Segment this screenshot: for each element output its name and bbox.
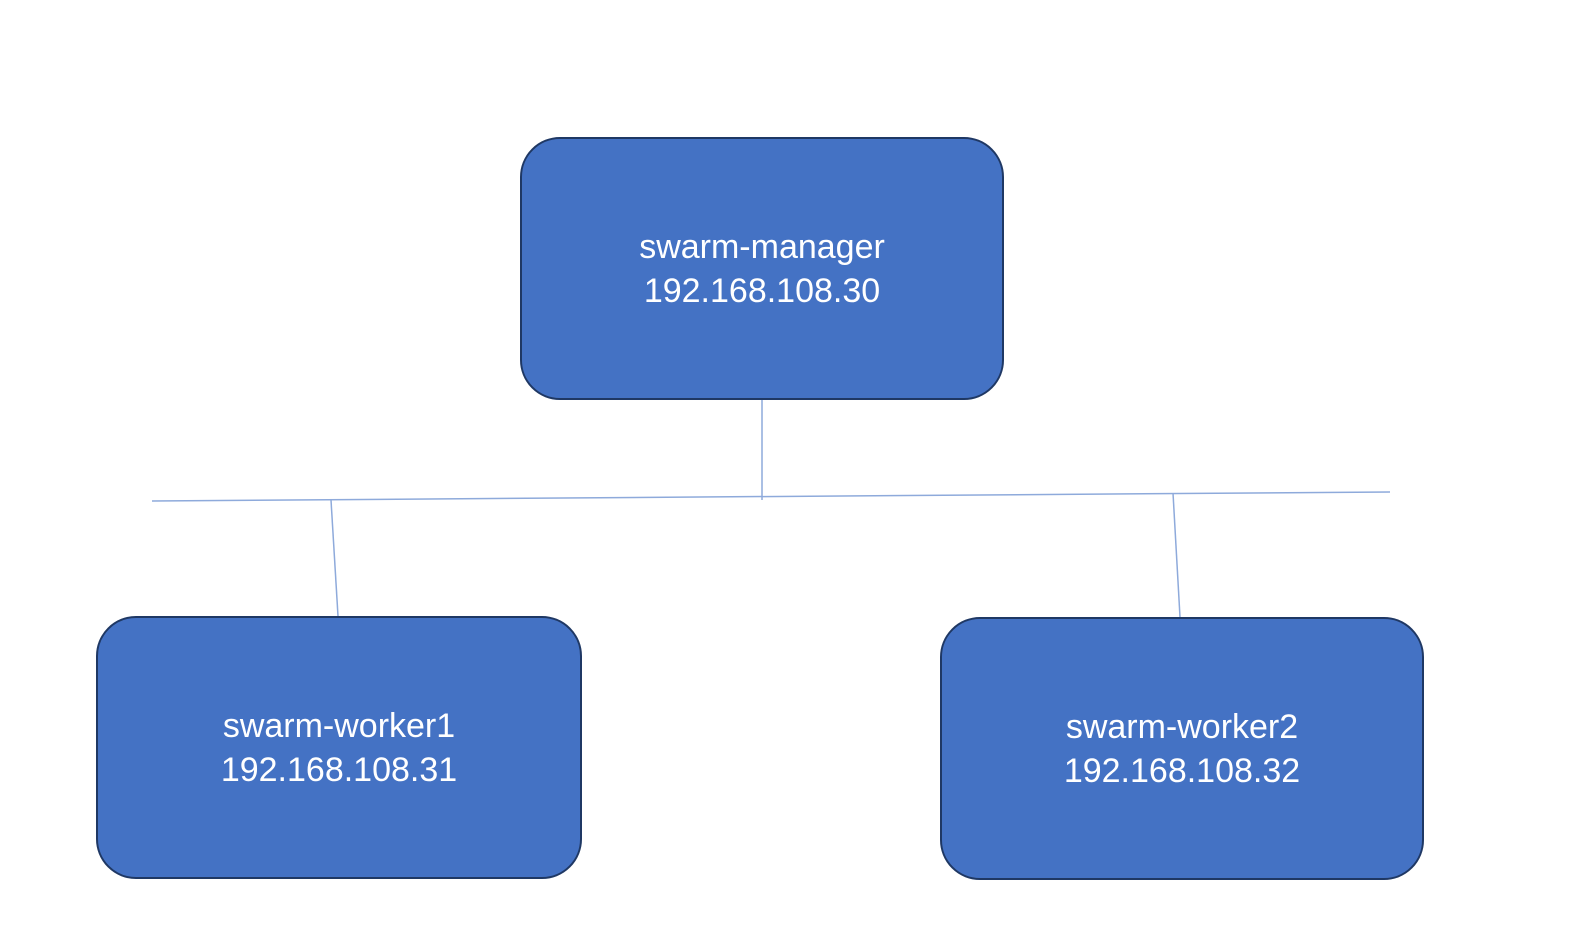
node-ip-label: 192.168.108.32 xyxy=(1063,751,1301,790)
network-bus-line xyxy=(151,491,1391,502)
node-name-label: swarm-worker2 xyxy=(1065,707,1299,746)
swarm-manager-node: swarm-manager 192.168.108.30 xyxy=(520,137,1004,400)
worker1-connector-line xyxy=(330,499,339,617)
node-ip-label: 192.168.108.31 xyxy=(220,750,458,789)
node-name-label: swarm-manager xyxy=(639,227,885,266)
node-name-label: swarm-worker1 xyxy=(222,706,456,745)
worker2-connector-line xyxy=(1172,492,1181,618)
node-ip-label: 192.168.108.30 xyxy=(643,271,881,310)
swarm-worker1-node: swarm-worker1 192.168.108.31 xyxy=(96,616,582,879)
swarm-worker2-node: swarm-worker2 192.168.108.32 xyxy=(940,617,1424,880)
